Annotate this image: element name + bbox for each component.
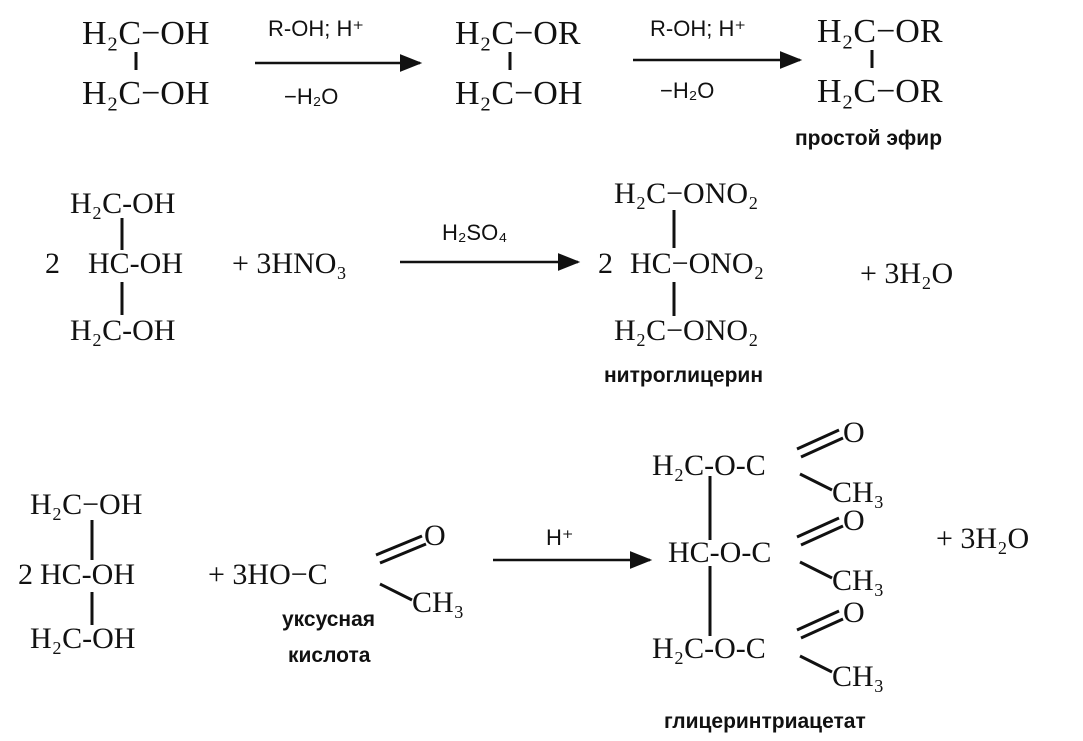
- ethylene-glycol: H₂C−OH H₂C−OH: [82, 15, 209, 112]
- nitration-water-byproduct: + 3H₂O: [860, 257, 953, 290]
- glycerol-bottom-group: H₂C-OH: [70, 314, 175, 347]
- triacetate-row-2-ester: HC-O-C: [668, 536, 771, 569]
- reaction-3-esterification: 2 H₂C−OH HC-OH H₂C-OH + 3HO−C O CH₃ уксу…: [18, 416, 1029, 733]
- glycerol-triacetate: H₂C-O-C O CH₃ HC-O-C O CH₃ H₂C-O-C O CH₃…: [652, 416, 884, 733]
- nitroglycerin-middle-group: HC−ONO₂: [630, 247, 764, 280]
- diether-bottom-group: H₂C−OR: [817, 73, 943, 110]
- acetic-acid-name-line-2: кислота: [288, 644, 371, 667]
- triacetate-row-1-ester: H₂C-O-C: [652, 449, 766, 482]
- nitroglycerin-coefficient: 2: [598, 247, 613, 280]
- acid-catalyst: H⁺: [546, 525, 574, 550]
- nitroglycerin: H₂C−ONO₂ HC−ONO₂ H₂C−ONO₂ нитроглицерин: [604, 177, 764, 387]
- monoether-bottom-group: H₂C−OH: [455, 75, 582, 112]
- acetic-acid-methyl: CH₃: [412, 586, 464, 619]
- glycerol-2-top-group: H₂C−OH: [30, 488, 142, 521]
- glycerol-2-bottom-group: H₂C-OH: [30, 622, 135, 655]
- triacetate-row-3-carbonyl-oxygen: O: [843, 596, 865, 629]
- nitroglycerin-bottom-group: H₂C−ONO₂: [614, 314, 759, 347]
- diether: H₂C−OR H₂C−OR простой эфир: [795, 13, 943, 150]
- triacetate-row-2-c-c-bond: [799, 560, 833, 580]
- nitroglycerin-name-label: нитроглицерин: [604, 364, 763, 387]
- triacetate-row-2-double-bond-a: [796, 516, 840, 539]
- triacetate-row-2-double-bond-b: [800, 524, 844, 547]
- diether-name-label: простой эфир: [795, 127, 942, 150]
- step-1-conditions: R-OH; H⁺ −H₂O: [255, 16, 423, 109]
- glycol-top-group: H₂C−OH: [82, 15, 209, 52]
- reaction-1-ether-formation: H₂C−OH H₂C−OH R-OH; H⁺ −H₂O H₂C−OR H₂C−O…: [82, 13, 943, 150]
- diether-top-group: H₂C−OR: [817, 13, 943, 50]
- acetic-acid-carbonyl-oxygen: O: [424, 519, 446, 552]
- triacetate-row-3-ester: H₂C-O-C: [652, 632, 766, 665]
- step-2-reagent: R-OH; H⁺: [650, 16, 746, 41]
- monoether-top-group: H₂C−OR: [455, 15, 581, 52]
- nitric-acid-reagent: + 3HNO₃: [232, 247, 347, 280]
- triacetate-row-1-methyl: CH₃: [832, 476, 884, 509]
- acetic-acid-name-line-1: уксусная: [282, 608, 375, 631]
- glycerol-2: H₂C−OH HC-OH H₂C-OH: [30, 488, 142, 655]
- glycol-bottom-group: H₂C−OH: [82, 75, 209, 112]
- acetic-acid: + 3HO−C O CH₃ уксусная кислота: [208, 519, 464, 667]
- acetic-acid-c-o-double-bond-b: [379, 542, 427, 565]
- triacetate-row-3-double-bond-b: [800, 617, 844, 640]
- triacetate-row-2-methyl: CH₃: [832, 564, 884, 597]
- glycerol: H₂C-OH HC-OH H₂C-OH: [70, 187, 183, 347]
- monoether: H₂C−OR H₂C−OH: [455, 15, 582, 112]
- glycerol-middle-group: HC-OH: [88, 247, 183, 280]
- glycerol-2-middle-group: HC-OH: [40, 558, 135, 591]
- glycerol-coefficient: 2: [45, 247, 60, 280]
- triacetate-row-3-double-bond-a: [796, 609, 840, 632]
- triacetate-row-3-methyl: CH₃: [832, 660, 884, 693]
- reaction-2-nitration: 2 H₂C-OH HC-OH H₂C-OH + 3HNO₃ H₂SO₄ 2 H₂…: [45, 177, 953, 387]
- step-1-reagent: R-OH; H⁺: [268, 16, 364, 41]
- acetic-acid-c-o-double-bond-a: [375, 534, 423, 557]
- triacetate-name-label: глицеринтриацетат: [664, 710, 866, 733]
- glycerol-2-coefficient: 2: [18, 558, 33, 591]
- sulfuric-acid-catalyst: H₂SO₄: [442, 220, 507, 245]
- step-1-elimination: −H₂O: [284, 84, 338, 109]
- esterification-conditions: H⁺: [493, 525, 653, 569]
- step-2-conditions: R-OH; H⁺ −H₂O: [633, 16, 803, 103]
- acetic-acid-c-c-bond: [379, 582, 413, 602]
- nitroglycerin-top-group: H₂C−ONO₂: [614, 177, 759, 210]
- triacetate-row-3-c-c-bond: [799, 654, 833, 674]
- triacetate-row-1-double-bond-b: [800, 436, 844, 459]
- acetic-acid-hydroxyl-carbon: + 3HO−C: [208, 558, 328, 591]
- esterification-water-byproduct: + 3H₂O: [936, 522, 1029, 555]
- triacetate-row-1-c-c-bond: [799, 472, 833, 492]
- triacetate-row-2-carbonyl-oxygen: O: [843, 504, 865, 537]
- triacetate-row-1-carbonyl-oxygen: O: [843, 416, 865, 449]
- glycerol-top-group: H₂C-OH: [70, 187, 175, 220]
- step-2-elimination: −H₂O: [660, 78, 714, 103]
- nitration-conditions: H₂SO₄: [400, 220, 581, 271]
- triacetate-row-1-double-bond-a: [796, 428, 840, 451]
